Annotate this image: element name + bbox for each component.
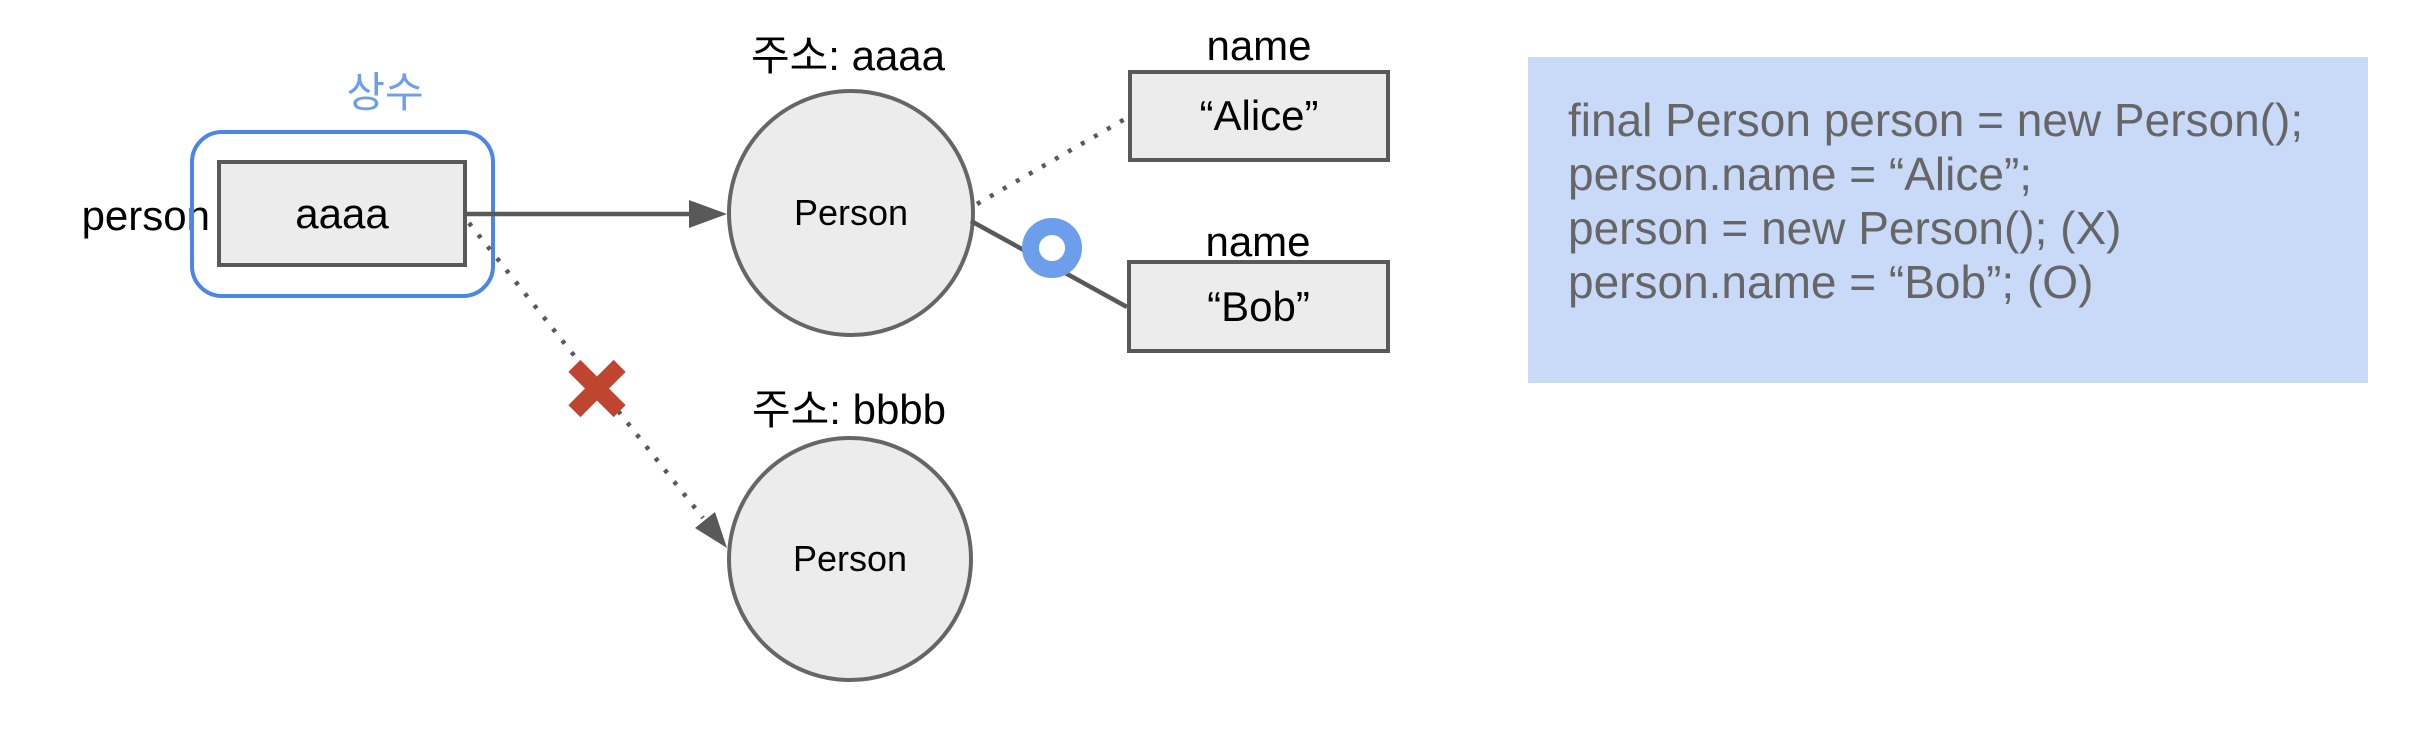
field-alice-value-box: “Alice” xyxy=(1128,70,1390,162)
object1-class-name: Person xyxy=(793,192,909,233)
field-bob-name-label: name xyxy=(1205,218,1311,265)
field-bob-value-box: “Bob” xyxy=(1127,260,1390,353)
pointer-value-text: aaaa xyxy=(295,189,389,237)
variable-name-label: person xyxy=(81,192,210,239)
object1-node: Person xyxy=(727,89,975,337)
reference-arrowhead-icon xyxy=(689,200,727,228)
object1-address-label: 주소: aaaa xyxy=(750,32,946,79)
code-line: final Person person = new Person(); xyxy=(1568,94,2304,146)
code-line: person.name = “Bob”; (O) xyxy=(1568,256,2094,308)
pointer-value-box: aaaa xyxy=(217,160,467,267)
field-alice-value-text: “Alice” xyxy=(1199,92,1319,139)
field-bob-value-text: “Bob” xyxy=(1207,282,1310,330)
allowed-o-ring-icon xyxy=(1022,218,1082,278)
code-line: person = new Person(); (X) xyxy=(1568,202,2122,254)
constant-badge-label: 상수 xyxy=(346,69,424,116)
field-alice-name-label: name xyxy=(1206,22,1312,69)
code-snippet-panel: final Person person = new Person(); pers… xyxy=(1528,57,2368,383)
reassignment-arrowhead-icon xyxy=(695,512,727,548)
object2-node: Person xyxy=(727,436,973,682)
field-link-alice-dotted-line xyxy=(975,117,1127,206)
object2-address-label: 주소: bbbb xyxy=(751,386,947,433)
forbidden-x-mark-icon xyxy=(567,358,627,418)
code-line: person.name = “Alice”; xyxy=(1568,148,2033,200)
field-link-bob-line xyxy=(969,219,1129,309)
object2-class-name: Person xyxy=(792,538,908,579)
